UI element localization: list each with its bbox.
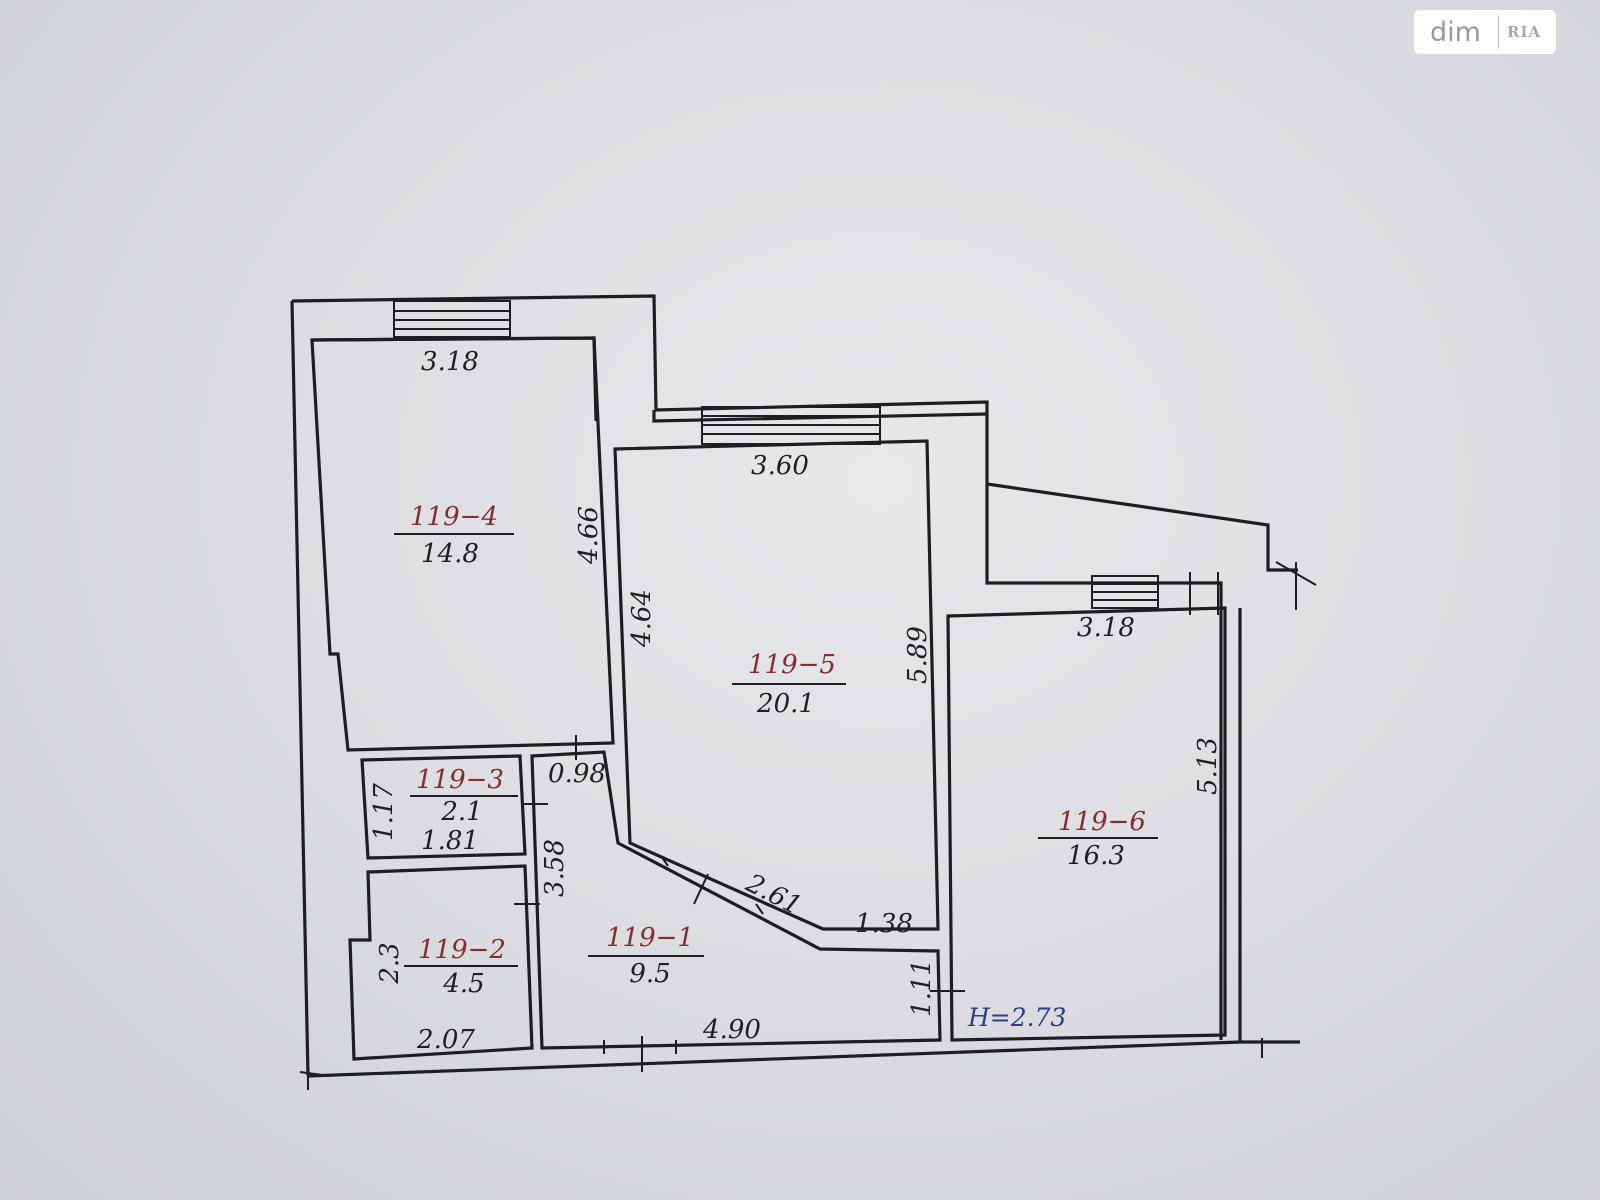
room-label-119-3: 119−3 2.1: [410, 765, 518, 827]
room-label-119-2: 119−2 4.5: [404, 935, 518, 999]
dim-room4-height: 4.66: [574, 506, 604, 565]
dim-ria-watermark: dim RIA: [1414, 10, 1556, 54]
dim-room5-right-height: 5.89: [903, 626, 933, 684]
room-id-119-3: 119−3: [416, 765, 504, 795]
window-top-left: [393, 300, 511, 338]
room-id-119-1: 119−1: [606, 923, 694, 953]
outer-wall-outline: [290, 294, 1300, 1078]
room-id-119-4: 119−4: [410, 502, 498, 532]
dim-hall-niche: 1.11: [907, 959, 937, 1017]
room-area-119-1: 9.5: [629, 959, 670, 989]
watermark-sub: RIA: [1507, 23, 1542, 41]
room-119-6-walls: [946, 606, 1227, 1042]
dim-room3-height: 1.17: [369, 783, 399, 841]
dim-hall-bottom: 4.90: [702, 1015, 761, 1045]
window-top-middle: [701, 406, 881, 445]
room-id-119-5: 119−5: [748, 650, 836, 680]
room-area-119-3: 2.1: [440, 797, 482, 827]
dim-room2-height: 2.3: [375, 942, 405, 984]
dim-hall-top: 0.98: [548, 759, 606, 789]
room-label-119-1: 119−1 9.5: [588, 923, 704, 989]
room-area-119-4: 14.8: [421, 539, 479, 569]
room-119-2-walls: [348, 864, 534, 1061]
dim-room5-bottom: 1.38: [855, 909, 913, 939]
ceiling-height-label: H=2.73: [967, 1003, 1066, 1032]
window-top-right: [1091, 572, 1219, 615]
dimension-ticks: [299, 561, 1317, 1090]
room-119-5-walls: [613, 439, 940, 931]
dim-room6-width: 3.18: [1077, 613, 1135, 643]
room-119-1-walls: [530, 750, 942, 1050]
dim-room2-width: 2.07: [416, 1025, 475, 1055]
watermark-divider: [1498, 15, 1499, 49]
dim-room5-width: 3.60: [751, 451, 809, 481]
dim-room5-left-height: 4.64: [627, 589, 657, 648]
room-area-119-5: 20.1: [756, 689, 815, 719]
room-label-119-4: 119−4 14.8: [394, 502, 514, 569]
dim-room4-width: 3.18: [421, 347, 479, 377]
room-label-119-6: 119−6 16.3: [1038, 807, 1158, 871]
dim-room3-width: 1.81: [421, 826, 479, 856]
room-id-119-6: 119−6: [1058, 807, 1146, 837]
dim-room6-height: 5.13: [1193, 737, 1223, 795]
watermark-brand: dim: [1430, 16, 1481, 48]
dim-hall-side: 3.58: [540, 839, 570, 897]
room-id-119-2: 119−2: [418, 935, 506, 965]
room-area-119-2: 4.5: [442, 969, 484, 999]
room-119-4-walls: [310, 336, 615, 752]
room-area-119-6: 16.3: [1067, 841, 1125, 871]
room-label-119-5: 119−5 20.1: [732, 650, 846, 719]
room-119-3-walls: [360, 754, 527, 860]
